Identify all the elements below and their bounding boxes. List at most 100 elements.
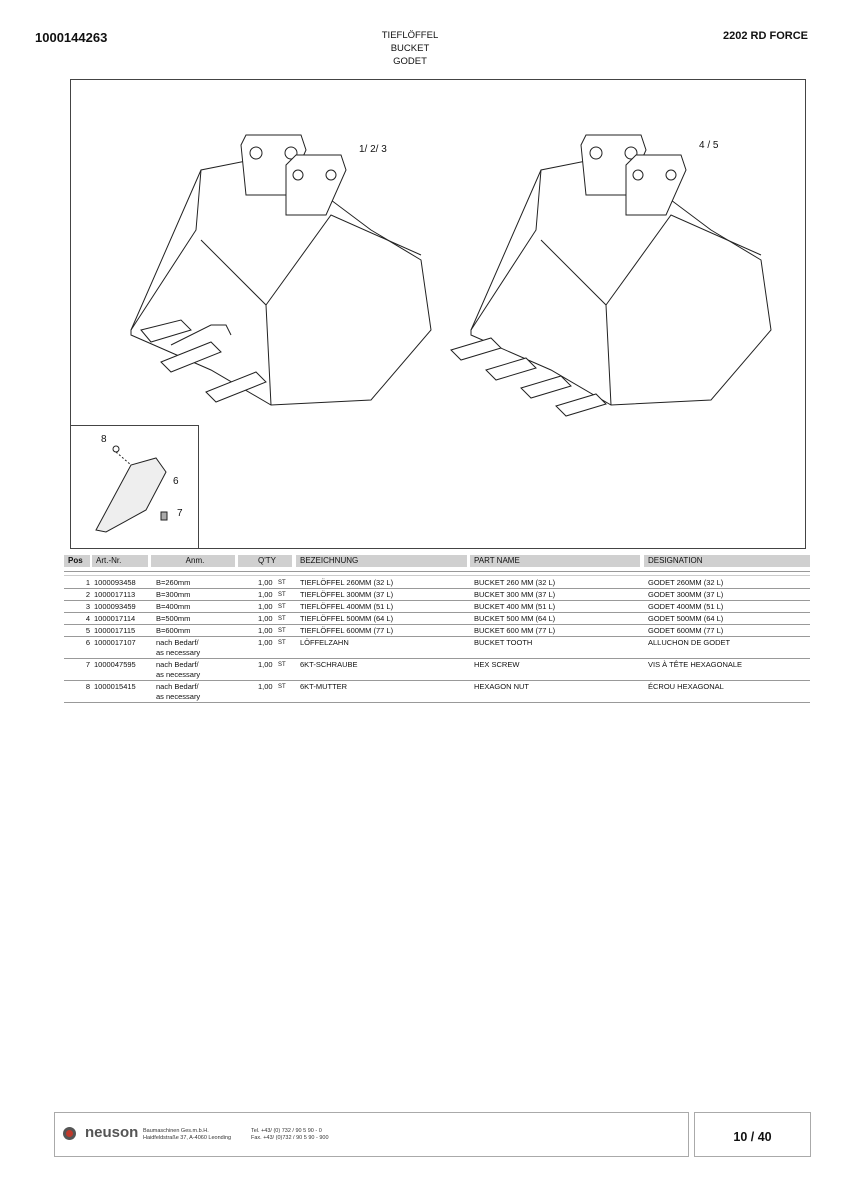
- art-number-cell: 1000017113: [94, 590, 136, 599]
- table-row: 1 1000093458 B=260mm 1,00 ST TIEFLÖFFEL 260MM…: [64, 578, 810, 589]
- qty-cell: 1,00: [258, 590, 273, 599]
- qty-cell: 1,00: [258, 682, 273, 691]
- remark-cell: B=500mm: [156, 614, 191, 623]
- title-en: BUCKET: [390, 43, 430, 54]
- designation-cell: GODET 260MM (32 L): [648, 578, 724, 587]
- company-address: Haidfeldstraße 37, A-4060 Leonding: [143, 1135, 232, 1141]
- qty-cell: 1,00: [258, 578, 273, 587]
- footer: neuson Baumaschinen Ges.m.b.H. Haidfelds…: [54, 1112, 689, 1157]
- designation-cell: ÉCROU HEXAGONAL: [648, 682, 724, 691]
- bezeichnung-cell: 6KT-SCHRAUBE: [300, 660, 358, 669]
- company-info: Baumaschinen Ges.m.b.H. Haidfeldstraße 3…: [143, 1128, 231, 1142]
- table-header: Pos Art.-Nr. Anm. Q'TY BEZEICHNUNG PART …: [64, 555, 810, 567]
- remark-cell: B=400mm: [156, 602, 191, 611]
- art-number-cell: 1000093459: [94, 602, 136, 611]
- unit-cell: ST: [278, 580, 286, 586]
- pos-cell: 1: [85, 578, 90, 587]
- bucket-right: [450, 134, 772, 417]
- qty-cell: 1,00: [258, 660, 273, 669]
- bezeichnung-cell: TIEFLÖFFEL 500MM (64 L): [300, 614, 394, 623]
- callout-1-2-3: 1/ 2/ 3: [359, 144, 387, 155]
- art-number-cell: 1000017115: [94, 626, 136, 635]
- bezeichnung-cell: 6KT-MUTTER: [300, 682, 348, 691]
- designation-cell: GODET 400MM (51 L): [648, 602, 724, 611]
- header-divider: [64, 571, 810, 576]
- designation-cell: VIS À TÊTE HEXAGONALE: [648, 660, 743, 669]
- part-name-cell: HEXAGON NUT: [474, 682, 530, 691]
- unit-cell: ST: [278, 640, 286, 646]
- art-number-cell: 1000015415: [94, 682, 136, 691]
- art-number-cell: 1000017114: [94, 614, 136, 623]
- qty-cell: 1,00: [258, 638, 273, 647]
- col-anm: Anm.: [151, 555, 235, 567]
- unit-cell: ST: [278, 628, 286, 634]
- bezeichnung-cell: TIEFLÖFFEL 260MM (32 L): [300, 578, 394, 587]
- qty-cell: 1,00: [258, 602, 273, 611]
- bezeichnung-cell: TIEFLÖFFEL 600MM (77 L): [300, 626, 394, 635]
- title-fr: GODET: [393, 56, 427, 67]
- designation-cell: GODET 300MM (37 L): [648, 590, 724, 599]
- bezeichnung-cell: LÖFFELZAHN: [300, 638, 349, 647]
- remark-cell: B=300mm: [156, 590, 191, 599]
- qty-cell: 1,00: [258, 626, 273, 635]
- designation-cell: ALLUCHON DE GODET: [648, 638, 731, 647]
- title-de: TIEFLÖFFEL: [381, 30, 439, 41]
- remark-cell: B=260mm: [156, 578, 191, 587]
- bezeichnung-cell: TIEFLÖFFEL 400MM (51 L): [300, 602, 394, 611]
- part-name-cell: BUCKET TOOTH: [474, 638, 533, 647]
- company-name: Baumaschinen Ges.m.b.H.: [143, 1128, 209, 1134]
- col-bez: BEZEICHNUNG: [296, 555, 467, 567]
- contact-info: Tel. +43/ (0) 732 / 90 5 90 - 0 Fax. +43…: [251, 1128, 329, 1142]
- callout-7: 7: [177, 508, 183, 519]
- part-name-cell: HEX SCREW: [474, 660, 520, 669]
- table-row: 8 1000015415 nach Bedarf/as necessary 1,00 S…: [64, 682, 810, 703]
- art-number-cell: 1000017107: [94, 638, 136, 647]
- document-number: 1000144263: [35, 30, 108, 45]
- table-row: 3 1000093459 B=400mm 1,00 ST TIEFLÖFFEL 400MM…: [64, 602, 810, 613]
- bezeichnung-cell: TIEFLÖFFEL 300MM (37 L): [300, 590, 394, 599]
- remark-cell: B=600mm: [156, 626, 191, 635]
- pos-cell: 6: [85, 638, 90, 647]
- qty-cell: 1,00: [258, 614, 273, 623]
- col-desig: DESIGNATION: [644, 555, 810, 567]
- col-qty: Q'TY: [238, 555, 292, 567]
- pos-cell: 8: [85, 682, 90, 691]
- pos-cell: 2: [85, 590, 90, 599]
- remark-cell-2: as necessary: [156, 692, 201, 701]
- unit-cell: ST: [278, 604, 286, 610]
- brand-name: neuson: [85, 1124, 139, 1141]
- pos-cell: 7: [85, 660, 90, 669]
- exploded-drawing: 1/ 2/ 3 4 / 5 8 6 7: [70, 79, 806, 549]
- bucket-illustration: [95, 134, 772, 533]
- unit-cell: ST: [278, 684, 286, 690]
- callout-4-5: 4 / 5: [699, 140, 719, 151]
- art-number-cell: 1000093458: [94, 578, 136, 587]
- remark-cell: nach Bedarf/: [156, 660, 199, 669]
- unit-cell: ST: [278, 662, 286, 668]
- pos-cell: 3: [85, 602, 90, 611]
- tooth-detail: [95, 445, 168, 533]
- designation-cell: GODET 600MM (77 L): [648, 626, 724, 635]
- col-pos: Pos: [64, 555, 90, 567]
- part-name-cell: BUCKET 500 MM (64 L): [474, 614, 556, 623]
- part-name-cell: BUCKET 300 MM (37 L): [474, 590, 556, 599]
- part-name-cell: BUCKET 400 MM (51 L): [474, 602, 556, 611]
- designation-cell: GODET 500MM (64 L): [648, 614, 724, 623]
- neuson-logo-icon: [63, 1127, 76, 1140]
- remark-cell-2: as necessary: [156, 670, 201, 679]
- remark-cell: nach Bedarf/: [156, 682, 199, 691]
- page-title: TIEFLÖFFEL BUCKET GODET: [320, 29, 500, 68]
- col-art: Art.-Nr.: [92, 555, 148, 567]
- pos-cell: 4: [85, 614, 90, 623]
- part-name-cell: BUCKET 600 MM (77 L): [474, 626, 556, 635]
- callout-6: 6: [173, 476, 179, 487]
- callout-8: 8: [101, 434, 107, 445]
- bucket-left: [130, 134, 432, 406]
